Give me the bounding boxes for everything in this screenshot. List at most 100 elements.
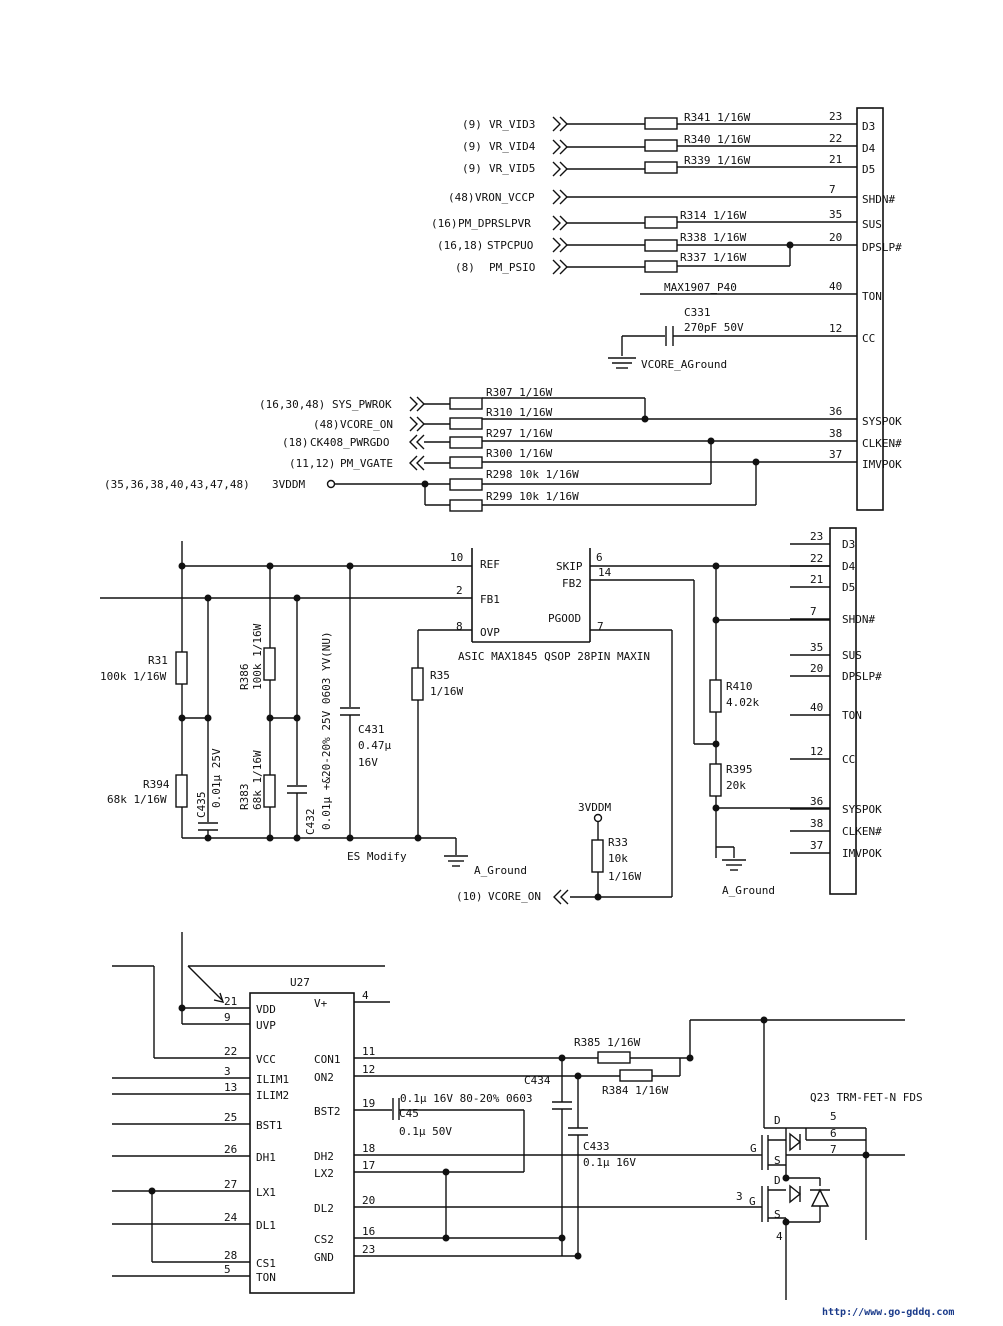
connector-pin-name: IMVPOK bbox=[842, 847, 882, 860]
r410-label: R410 bbox=[726, 680, 753, 693]
u27-pin-name: CON1 bbox=[314, 1053, 341, 1066]
ground-label: VCORE_AGround bbox=[641, 358, 727, 371]
q-pin-s: S bbox=[774, 1154, 781, 1167]
c433-label: C433 bbox=[583, 1140, 610, 1153]
connector-pin-num: 7 bbox=[810, 605, 817, 618]
resistor-label: R314 1/16W bbox=[680, 209, 747, 222]
r33-label: R33 bbox=[608, 836, 628, 849]
net-name: PM_PSIO bbox=[489, 261, 535, 274]
u27-pin-name: BST1 bbox=[256, 1119, 283, 1132]
connector-pin-name: SUS bbox=[842, 649, 862, 662]
u27-pin-num: 18 bbox=[362, 1142, 375, 1155]
r395-label: R395 bbox=[726, 763, 753, 776]
asic-label: ASIC MAX1845 QSOP 28PIN MAXIN bbox=[458, 650, 650, 663]
u27-pin-name: CS2 bbox=[314, 1233, 334, 1246]
ground-label: A_Ground bbox=[722, 884, 775, 897]
u27-pin-num: 3 bbox=[224, 1065, 231, 1078]
u27-chip bbox=[249, 992, 355, 1294]
connector-pin-name: CC bbox=[842, 753, 855, 766]
net-name: VR_VID4 bbox=[489, 140, 536, 153]
c434-label: C434 bbox=[524, 1074, 551, 1087]
bottom-labels: R385 1/16W R384 1/16W C434 0.1μ 16V 80-2… bbox=[399, 1036, 923, 1243]
net-name: VCORE_ON bbox=[488, 890, 541, 903]
u27-pin-name: V+ bbox=[314, 997, 328, 1010]
top-nets bbox=[552, 116, 857, 369]
u27-pin-num: 17 bbox=[362, 1159, 375, 1172]
r31-value: 100k 1/16W bbox=[100, 670, 167, 683]
r386-label: R386 bbox=[238, 664, 251, 691]
u27-pin-name: ILIM1 bbox=[256, 1073, 289, 1086]
vddm-label: 3VDDM bbox=[578, 801, 611, 814]
net-ref: (48) bbox=[313, 418, 340, 431]
mid-left-circuit bbox=[100, 541, 472, 867]
es-modify-label: ES Modify bbox=[347, 850, 407, 863]
u27-pin-num: 24 bbox=[224, 1211, 238, 1224]
c331-value: 270pF 50V bbox=[684, 321, 744, 334]
net-name: STPCPUO bbox=[487, 239, 533, 252]
connector-pin-num: 22 bbox=[810, 552, 823, 565]
connector-pin-num: 35 bbox=[810, 641, 823, 654]
r394-label: R394 bbox=[143, 778, 170, 791]
resistor-label: R340 1/16W bbox=[684, 133, 751, 146]
c432-value: 0.01μ +&20-20% 25V 0603 YV(NU) bbox=[320, 631, 333, 830]
q23-label: Q23 TRM-FET-N FDS bbox=[810, 1091, 923, 1104]
r35-label: R35 bbox=[430, 669, 450, 682]
r410-value: 4.02k bbox=[726, 696, 759, 709]
connector-pin-name: CC bbox=[862, 332, 875, 345]
q-pin-5: 5 bbox=[830, 1110, 837, 1123]
connector-pin-num: 36 bbox=[810, 795, 823, 808]
connector-pin-name: CLKEN# bbox=[842, 825, 882, 838]
net-ref: (48) bbox=[448, 191, 475, 204]
resistor-label: R339 1/16W bbox=[684, 154, 751, 167]
mid-connector bbox=[829, 527, 857, 895]
mid-connector-pins: 23D322D421D57SHDN#35SUS20DPSLP#40TON12CC… bbox=[790, 530, 882, 860]
u27-pin-name: DH1 bbox=[256, 1151, 276, 1164]
u27-pin-name: LX2 bbox=[314, 1167, 334, 1180]
q-pin-3: 3 bbox=[736, 1190, 743, 1203]
q-pin-g: G bbox=[750, 1142, 757, 1155]
u27-pin-name: ON2 bbox=[314, 1071, 334, 1084]
u27-left-pins: 21VDD9UVP22VCC3ILIM113ILIM225BST126DH127… bbox=[224, 995, 289, 1284]
asic-pin-name: PGOOD bbox=[548, 612, 581, 625]
c435-value: 0.01μ 25V bbox=[210, 748, 223, 808]
resistor-label: R310 1/16W bbox=[486, 406, 553, 419]
connector-pin-num: 36 bbox=[829, 405, 842, 418]
c431-label: C431 bbox=[358, 723, 385, 736]
top-connector-pins: 23D322D421D57SHDN#35SUS20DPSLP#40TON12CC… bbox=[829, 110, 902, 471]
connector-pin-num: 37 bbox=[810, 839, 823, 852]
u27-pin-num: 9 bbox=[224, 1011, 231, 1024]
net-name: CK408_PWRGDO bbox=[310, 436, 389, 449]
asic-pin-name: FB2 bbox=[562, 577, 582, 590]
net-ref: (18) bbox=[282, 436, 309, 449]
q2-pin-g: G bbox=[749, 1195, 756, 1208]
asic-pin-num: 14 bbox=[598, 566, 612, 579]
u27-pin-num: 4 bbox=[362, 989, 369, 1002]
connector-pin-num: 20 bbox=[810, 662, 823, 675]
connector-pin-name: IMVPOK bbox=[862, 458, 902, 471]
top-net-labels: (9) VR_VID3 R341 1/16W (9) VR_VID4 R340 … bbox=[431, 111, 751, 371]
connector-pin-name: D5 bbox=[862, 163, 875, 176]
connector-pin-num: 40 bbox=[829, 280, 842, 293]
c45-label: C45 bbox=[399, 1107, 419, 1120]
u27-pin-num: 26 bbox=[224, 1143, 237, 1156]
connector-pin-num: 37 bbox=[829, 448, 842, 461]
asic-pin-num: 2 bbox=[456, 584, 463, 597]
net-ref: (9) bbox=[462, 118, 482, 131]
net-ref: (35,36,38,40,43,47,48) bbox=[104, 478, 250, 491]
r31-label: R31 bbox=[148, 654, 168, 667]
connector-pin-name: D5 bbox=[842, 581, 855, 594]
connector-pin-name: DPSLP# bbox=[842, 670, 882, 683]
resistor-label: R337 1/16W bbox=[680, 251, 747, 264]
net-ref: (16,30,48) bbox=[259, 398, 325, 411]
connector-pin-num: 23 bbox=[829, 110, 842, 123]
mid-left-labels: R31 100k 1/16W R394 68k 1/16W C435 0.01μ… bbox=[100, 623, 527, 877]
r383-value: 68k 1/16W bbox=[251, 750, 264, 810]
asic-pin-num: 7 bbox=[597, 620, 604, 633]
net-ref: (11,12) bbox=[289, 457, 335, 470]
q2-pin-d: D bbox=[774, 1174, 781, 1187]
connector-pin-num: 35 bbox=[829, 208, 842, 221]
r33-power: 1/16W bbox=[608, 870, 641, 883]
connector-pin-name: D4 bbox=[842, 560, 856, 573]
mid-nets bbox=[326, 396, 857, 512]
mid-net-labels: (16,30,48) SYS_PWROK R307 1/16W (48) VCO… bbox=[104, 386, 579, 503]
